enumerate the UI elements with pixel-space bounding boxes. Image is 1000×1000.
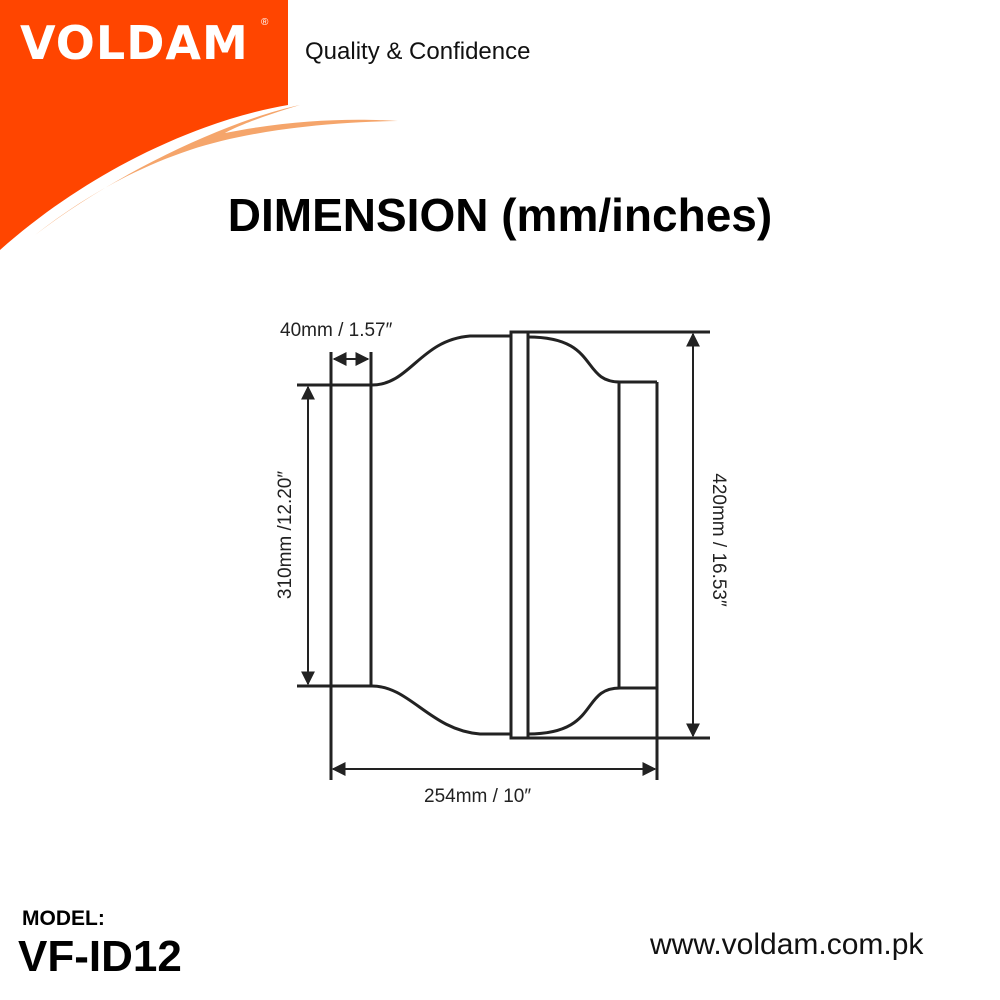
outer-diameter-label: 420mm / 16.53″	[708, 473, 729, 607]
collar-length-label: 40mm / 1.57″	[280, 320, 393, 341]
overall-length-label: 254mm / 10″	[424, 786, 532, 807]
registered-mark: ®	[261, 17, 269, 28]
page-title: DIMENSION (mm/inches)	[227, 189, 773, 241]
inlet-diameter-label: 310mm /12.20″	[275, 470, 296, 600]
duct-outline	[297, 330, 710, 780]
brand-logo: VOLDAM	[20, 16, 249, 70]
dimension-lines	[301, 332, 700, 776]
brand-swoosh	[0, 0, 398, 250]
model-label: MODEL:	[22, 907, 105, 930]
model-number: VF-ID12	[18, 932, 182, 981]
brand-tagline: Quality & Confidence	[305, 38, 531, 65]
website-link[interactable]: www.voldam.com.pk	[650, 928, 924, 961]
